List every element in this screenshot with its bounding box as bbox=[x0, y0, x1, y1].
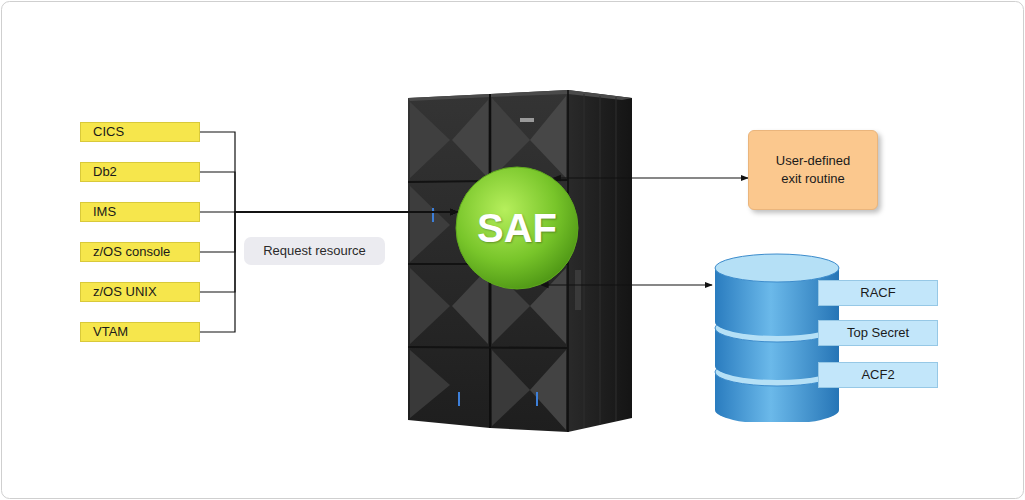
connector-arrow bbox=[200, 212, 457, 332]
request-label: Request resource bbox=[263, 243, 366, 259]
subsystem-label: Db2 bbox=[93, 164, 117, 180]
subsystem-box: z/OS console bbox=[80, 242, 200, 262]
subsystem-label: z/OS UNIX bbox=[93, 284, 157, 300]
saf-label: SAF bbox=[477, 206, 557, 251]
request-label-box: Request resource bbox=[244, 237, 385, 265]
saf-circle: SAF bbox=[455, 166, 579, 290]
panel-facet bbox=[530, 96, 566, 178]
status-light bbox=[432, 208, 434, 222]
panel-facet bbox=[452, 100, 488, 178]
panel-facet bbox=[492, 98, 530, 178]
panel-facet bbox=[410, 186, 450, 262]
cabinet-top bbox=[408, 90, 632, 101]
subsystem-box: Db2 bbox=[80, 162, 200, 182]
cabinet-side bbox=[568, 90, 632, 432]
panel-facet bbox=[410, 102, 450, 178]
subsystem-label: IMS bbox=[93, 204, 116, 220]
panel-divider bbox=[408, 347, 568, 348]
logo-plate bbox=[520, 118, 534, 122]
side-stripe bbox=[584, 94, 585, 428]
connector-arrow bbox=[541, 284, 712, 285]
panel-facet bbox=[410, 268, 450, 344]
subsystem-label: z/OS console bbox=[93, 244, 170, 260]
saf-disc bbox=[456, 167, 578, 289]
connector-arrow bbox=[200, 132, 457, 212]
security-product-label: RACF bbox=[818, 280, 938, 306]
side-vent bbox=[575, 270, 581, 310]
subsystem-label: CICS bbox=[93, 124, 124, 140]
subsystem-box: z/OS UNIX bbox=[80, 282, 200, 302]
subsystem-box: IMS bbox=[80, 202, 200, 222]
panel-facet bbox=[410, 350, 450, 418]
security-product-label: ACF2 bbox=[818, 362, 938, 388]
side-stripe bbox=[600, 96, 601, 425]
cylinder-top bbox=[715, 254, 839, 282]
connector-arrow bbox=[200, 172, 457, 212]
subsystem-box: CICS bbox=[80, 122, 200, 142]
security-database: RACF Top SecretACF2 bbox=[712, 250, 940, 422]
connector-arrow bbox=[554, 177, 748, 178]
panel-facet bbox=[492, 350, 530, 426]
exit-routine-label: User-defined exit routine bbox=[767, 152, 859, 188]
side-stripe bbox=[616, 97, 617, 421]
security-product-label: Top Secret bbox=[818, 320, 938, 346]
status-light bbox=[536, 392, 538, 406]
panel-facet bbox=[452, 268, 488, 344]
subsystem-box: VTAM bbox=[80, 322, 200, 342]
subsystem-label: VTAM bbox=[93, 324, 128, 340]
status-light bbox=[458, 392, 460, 406]
panel-facet bbox=[530, 350, 566, 430]
exit-routine-box: User-defined exit routine bbox=[748, 130, 878, 210]
mainframe-illustration bbox=[408, 90, 632, 432]
connector-arrow bbox=[200, 212, 457, 292]
